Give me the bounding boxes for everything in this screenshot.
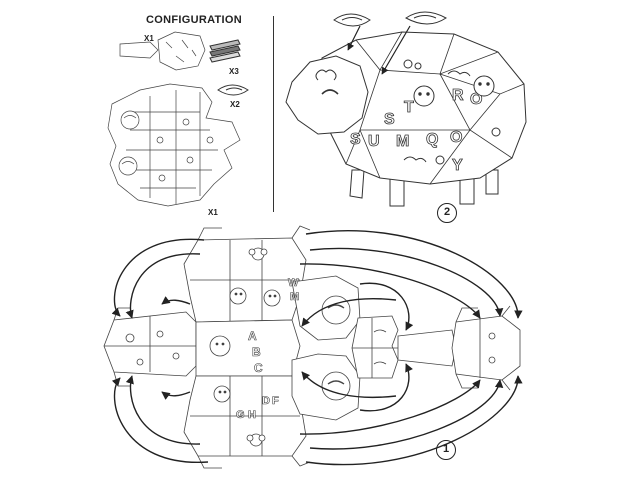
body-quantity-label: X1 [144, 34, 154, 43]
svg-text:C: C [254, 361, 263, 375]
ear-piece-icon [217, 84, 249, 96]
finished-sheep: T S R O S U M Q O Y [285, 31, 527, 207]
flat-body-sheet [107, 31, 241, 207]
svg-text:G: G [236, 409, 245, 421]
svg-text:B: B [252, 345, 261, 359]
svg-text:H: H [248, 409, 256, 421]
svg-text:S: S [350, 131, 361, 148]
markers-quantity-label: X3 [229, 67, 239, 76]
svg-text:U: U [368, 133, 380, 150]
svg-text:A: A [248, 329, 257, 343]
step-2-badge: 2 [437, 203, 457, 223]
svg-text:R: R [452, 87, 464, 104]
svg-text:S: S [384, 111, 395, 128]
svg-text:Q: Q [426, 131, 438, 148]
svg-text:F: F [272, 395, 279, 407]
svg-text:W: W [288, 277, 299, 289]
svg-text:M: M [290, 291, 299, 303]
panel-divider [273, 16, 274, 212]
configuration-title: CONFIGURATION [146, 14, 242, 26]
assembly-net: A B C M W D G H F [103, 225, 521, 469]
svg-text:Y: Y [452, 157, 463, 174]
svg-text:T: T [404, 99, 414, 116]
step-1-badge: 1 [436, 440, 456, 460]
svg-text:M: M [396, 133, 409, 150]
svg-text:O: O [450, 129, 462, 146]
assembly-arrows [111, 230, 523, 466]
ears-quantity-label: X2 [230, 100, 240, 109]
svg-text:D: D [262, 395, 270, 407]
markers-icon [209, 39, 241, 63]
head-quantity-label: X1 [208, 208, 218, 217]
ear-callouts [333, 11, 447, 75]
